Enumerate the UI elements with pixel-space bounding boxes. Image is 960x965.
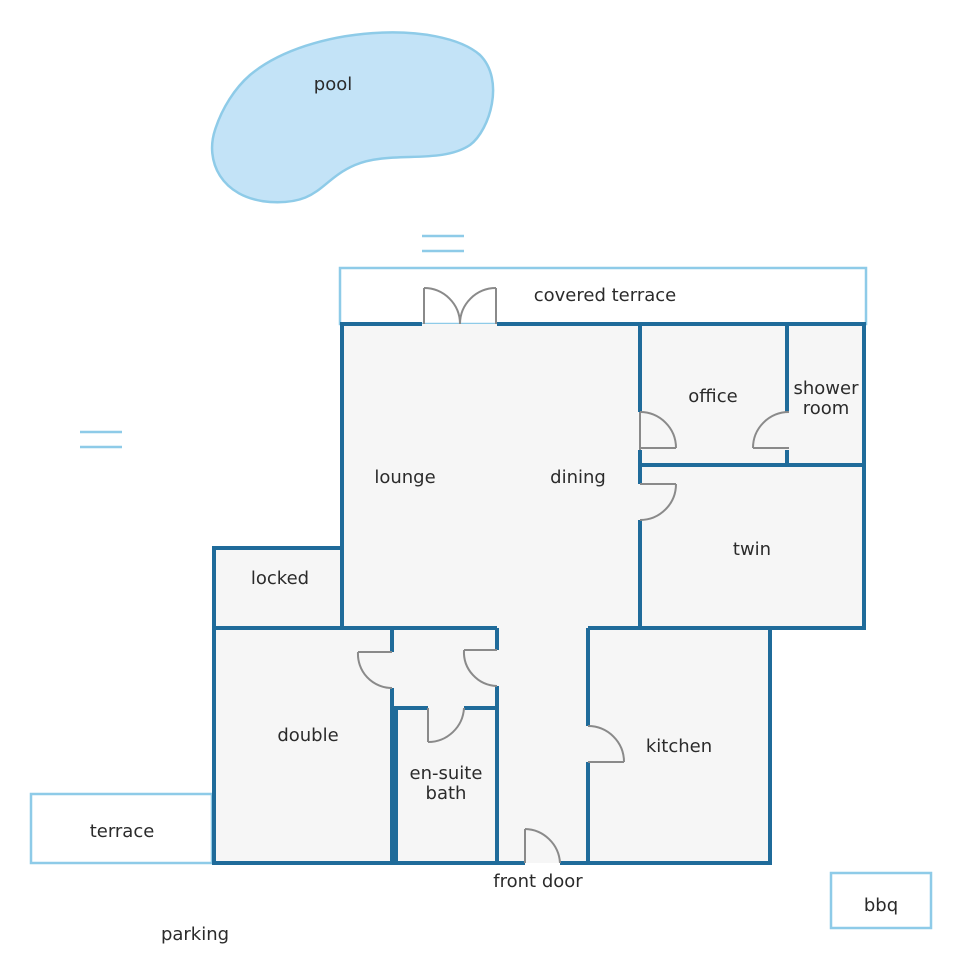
front-door[interactable] — [524, 828, 561, 864]
label-parking: parking — [161, 924, 229, 945]
label-bbq: bbq — [864, 895, 898, 916]
label-front-door: front door — [493, 871, 583, 892]
french-door[interactable] — [423, 287, 497, 325]
steps-marker-left — [80, 430, 122, 449]
hall-door[interactable] — [462, 649, 498, 687]
label-terrace: terrace — [90, 821, 155, 842]
label-shower-line1: shower — [794, 378, 860, 399]
house-floor — [214, 324, 864, 863]
label-shower-line2: room — [803, 398, 850, 419]
house-walls — [212, 322, 866, 865]
label-office: office — [688, 386, 737, 407]
label-covered-terrace: covered terrace — [534, 285, 676, 306]
label-en-suite-line2: bath — [426, 783, 467, 804]
label-twin: twin — [733, 539, 771, 560]
kitchen-door[interactable] — [587, 725, 625, 763]
office-door[interactable] — [639, 411, 677, 450]
label-pool: pool — [314, 74, 352, 95]
label-locked: locked — [251, 568, 309, 589]
steps-marker-top — [422, 234, 464, 253]
bbq-area — [829, 871, 933, 930]
twin-door[interactable] — [639, 483, 677, 521]
double-door[interactable] — [356, 651, 393, 690]
label-en-suite-line1: en-suite — [410, 763, 483, 784]
en-suite-door[interactable] — [427, 707, 465, 744]
label-double: double — [277, 725, 338, 746]
shower-door[interactable] — [752, 411, 790, 449]
label-kitchen: kitchen — [646, 736, 712, 757]
pool-shape — [210, 31, 495, 204]
label-lounge: lounge — [374, 467, 435, 488]
label-dining: dining — [550, 467, 606, 488]
doors — [356, 287, 790, 864]
